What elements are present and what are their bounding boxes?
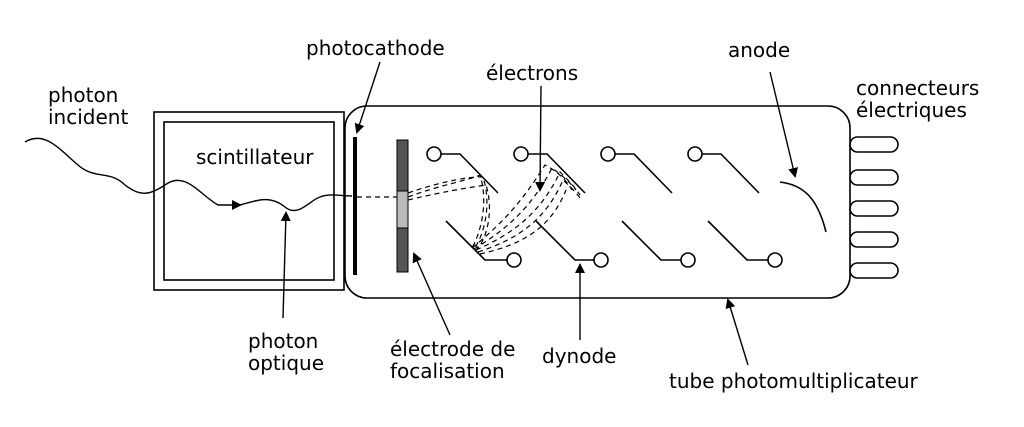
photocathode-leader xyxy=(354,61,381,134)
label-dynode: dynode xyxy=(542,344,617,368)
label-anode: anode xyxy=(728,38,791,62)
label-photocathode: photocathode xyxy=(306,36,445,60)
anode-plate xyxy=(779,181,827,233)
focusing-electrode xyxy=(396,139,409,273)
dynode xyxy=(535,220,609,268)
tube-body xyxy=(344,105,851,299)
anode-leader xyxy=(769,71,798,178)
dynode xyxy=(445,220,522,268)
label-photon-incident: photon incident xyxy=(48,83,129,129)
label-scintillateur: scintillateur xyxy=(196,145,314,169)
tube-leader xyxy=(725,298,749,366)
dynode xyxy=(600,146,673,194)
leader-lines xyxy=(280,61,798,366)
label-electrons: électrons xyxy=(486,61,579,85)
dynode xyxy=(707,220,783,268)
dynode xyxy=(426,146,499,194)
dynode xyxy=(513,146,586,194)
connector-pin xyxy=(849,169,899,186)
connector-pin xyxy=(849,231,899,248)
electrical-connectors xyxy=(849,136,899,279)
connector-pin xyxy=(849,262,899,279)
connector-pin xyxy=(849,200,899,217)
electrons-leader xyxy=(535,85,546,192)
scintillator-box xyxy=(153,111,345,291)
dynode xyxy=(621,220,696,268)
label-electrode: électrode de focalisation xyxy=(390,337,516,383)
label-photon-optique: photon optique xyxy=(248,329,325,375)
electron-trajectories xyxy=(407,164,583,255)
connector-pin xyxy=(849,136,899,153)
dynode xyxy=(687,146,760,194)
label-connecteurs: connecteurs électriques xyxy=(856,76,980,122)
photon-optique-leader xyxy=(280,211,291,319)
incident-photon-path xyxy=(24,137,242,210)
dynodes xyxy=(426,146,783,268)
optical-photon-path xyxy=(239,194,353,212)
label-tube: tube photomultiplicateur xyxy=(669,369,918,393)
electrode-leader xyxy=(412,252,451,336)
